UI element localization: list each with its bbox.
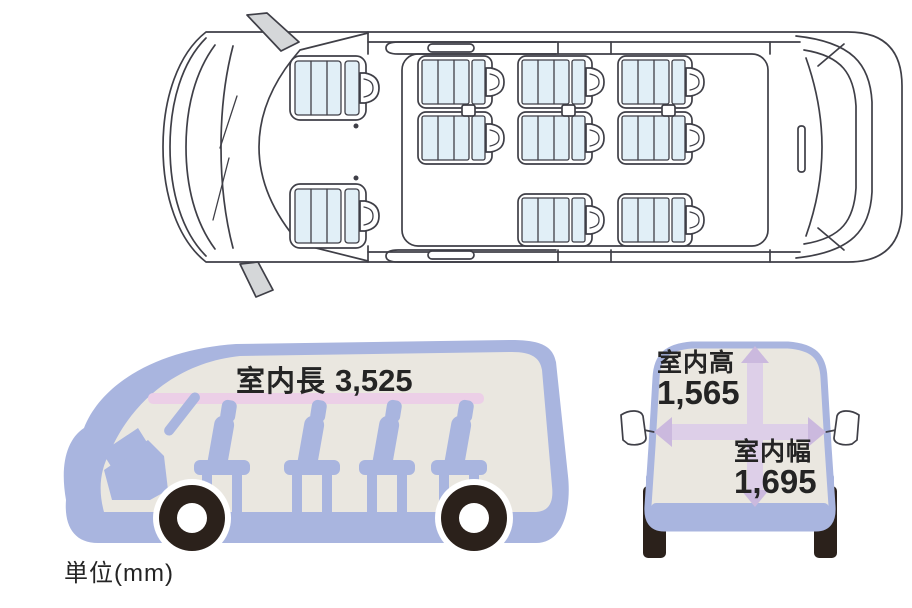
van-rear-view — [620, 341, 860, 558]
measure-bar-width — [654, 417, 826, 447]
side-front-wheel — [153, 479, 231, 557]
driver-seat — [289, 183, 380, 249]
measure-bar-height — [741, 346, 769, 507]
interior-length-title: 室内長 — [236, 366, 327, 398]
single-seat-row-4 — [617, 193, 705, 247]
interior-width-title: 室内幅 — [734, 438, 813, 466]
interior-width-value: 1,695 — [734, 463, 817, 501]
van-top-view — [162, 12, 903, 298]
single-seat-row-3 — [517, 193, 605, 247]
interior-height-label: 室内高 1,565 — [657, 350, 740, 411]
rear-floor-band — [651, 503, 829, 528]
interior-height-title: 室内高 — [657, 349, 736, 377]
interior-height-value: 1,565 — [657, 374, 740, 412]
front-passenger-seat — [289, 55, 380, 121]
unit-note: 単位(mm) — [64, 560, 174, 587]
rear-mirror-right — [833, 410, 860, 446]
van-side-view — [63, 340, 569, 557]
interior-width-label: 室内幅 1,695 — [734, 439, 817, 500]
side-rear-wheel — [435, 479, 513, 557]
top-view-mirror-right — [246, 12, 300, 52]
interior-length-value: 3,525 — [335, 363, 413, 398]
rear-mirror-left — [620, 410, 647, 446]
top-view-mirror-left — [239, 261, 274, 298]
